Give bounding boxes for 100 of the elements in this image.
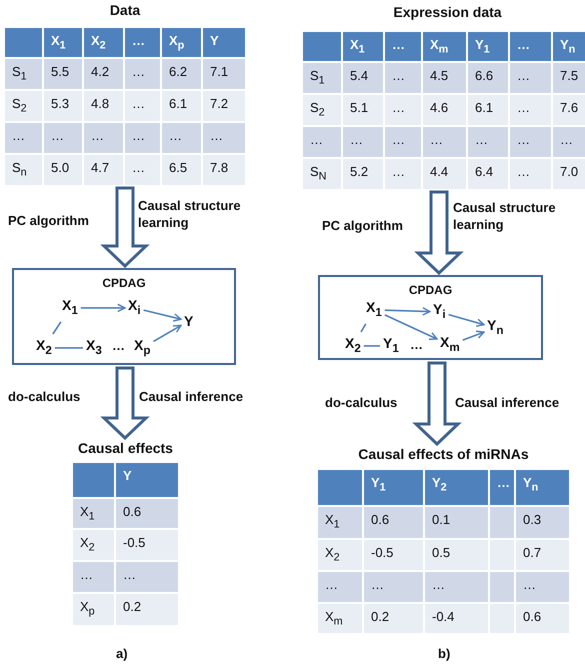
graph-panel: [12, 268, 236, 365]
table-title: Expression data: [393, 4, 502, 20]
table-cell: -0.5: [116, 530, 178, 560]
table-cell: …: [125, 155, 160, 185]
row-header: X$_{p}$: [73, 594, 114, 625]
column-header: X$_{m}$: [423, 32, 466, 61]
table-title: Causal effects of miRNAs: [358, 446, 529, 462]
table-cell: 7.0: [553, 159, 585, 189]
arrow: [384, 307, 431, 316]
table-cell: 0.7: [516, 540, 569, 570]
row-header: X$_{2}$: [73, 530, 114, 560]
table-cell: 0.6: [516, 604, 569, 633]
arrow: [384, 314, 438, 340]
table-cell: …: [343, 127, 383, 157]
table-cell: …: [510, 127, 551, 157]
row-header: X$_{2}$: [318, 540, 362, 570]
column-header: …: [490, 470, 514, 505]
table-cell: …: [203, 123, 245, 153]
table-cell: -0.5: [364, 540, 423, 570]
arrow-label: PC algorithm: [322, 217, 403, 234]
table-cell: 0.6: [364, 507, 423, 538]
table-cell: …: [510, 159, 551, 189]
table-cell: 0.5: [425, 540, 488, 570]
block-arrow: [100, 366, 150, 440]
table-title: Data: [110, 2, 140, 18]
row-header: …: [303, 127, 341, 157]
table-cell: 4.2: [84, 59, 123, 89]
table-cell: 4.4: [423, 159, 466, 189]
table-cell: 7.2: [203, 91, 245, 121]
table-cell: 6.1: [162, 91, 201, 121]
table-cell: 5.5: [44, 59, 82, 89]
table-cell: 5.3: [44, 91, 82, 121]
block-arrow: [414, 190, 464, 276]
row-header: X$_{1}$: [73, 499, 114, 528]
arrow: [448, 314, 485, 327]
arrow: [462, 330, 485, 341]
table-cell: 5.0: [44, 155, 82, 185]
data-table: [5, 2, 245, 185]
column-header: Y$_{1}$: [364, 470, 423, 505]
column-header: Y: [203, 28, 245, 57]
table-cell: 4.7: [84, 155, 123, 185]
table-cell: …: [116, 562, 178, 592]
table-title: Causal effects: [78, 440, 173, 456]
ellipsis-text: …: [112, 337, 125, 354]
arrow-label: do-calculus: [325, 394, 398, 411]
table-cell: 7.8: [203, 155, 245, 185]
variable-label: X$_{2}$: [36, 337, 52, 359]
row-header: S$_{1}$: [5, 59, 42, 89]
table-cell: 6.1: [468, 95, 508, 125]
arrow-label: Causal inference: [139, 388, 244, 405]
row-header: X$_{m}$: [318, 604, 362, 633]
arrow-label: Causal inference: [455, 394, 560, 411]
row-header: S$_{N}$: [303, 159, 341, 189]
data-table: [303, 4, 585, 189]
connector-line: [52, 321, 62, 334]
table-cell: 4.6: [423, 95, 466, 125]
column-header: X$_{1}$: [44, 28, 82, 57]
column-header: X$_{2}$: [84, 28, 123, 57]
table-cell: …: [510, 95, 551, 125]
data-table: [73, 440, 178, 625]
table-cell: …: [510, 63, 551, 93]
table-cell: 6.2: [162, 59, 201, 89]
table-cell: 6.6: [468, 63, 508, 93]
column-header: Y$_{n}$: [553, 32, 585, 61]
table-cell: 5.2: [343, 159, 383, 189]
connector-line: [360, 323, 366, 332]
row-header: …: [318, 572, 362, 602]
table-cell: …: [125, 59, 160, 89]
variable-label: X$_{1}$: [62, 297, 78, 319]
table-cell: …: [425, 572, 488, 602]
table-cell: 0.2: [364, 604, 423, 633]
table-cell: 7.6: [553, 95, 585, 125]
column-header: …: [385, 32, 421, 61]
graph-panel: [318, 275, 543, 360]
table-cell: 7.5: [553, 63, 585, 93]
table-cell: 5.1: [343, 95, 383, 125]
variable-label: Y$_{1}$: [383, 335, 399, 357]
row-header: X$_{1}$: [318, 507, 362, 538]
column-header: …: [125, 28, 160, 57]
column-header: X$_{1}$: [343, 32, 383, 61]
column-header: Y: [116, 463, 178, 497]
variable-label: Y$_{n}$: [487, 317, 504, 339]
variable-label: X$_{i}$: [128, 297, 141, 319]
block-arrow: [100, 186, 150, 268]
table-cell: 7.1: [203, 59, 245, 89]
table-cell: 4.8: [84, 91, 123, 121]
table-cell: …: [125, 91, 160, 121]
arrow: [80, 304, 126, 312]
variable-label: Y: [184, 313, 194, 329]
table-cell: 6.4: [468, 159, 508, 189]
table-cell: …: [385, 127, 421, 157]
panel-label: a): [116, 645, 128, 662]
table-cell: …: [385, 63, 421, 93]
table-cell: 0.3: [516, 507, 569, 538]
column-header: Y$_{2}$: [425, 470, 488, 505]
table-cell: …: [553, 127, 585, 157]
table-cell: …: [385, 95, 421, 125]
row-header: …: [5, 123, 42, 153]
arrow-label: PC algorithm: [8, 212, 89, 229]
row-header: S$_{2}$: [303, 95, 341, 125]
